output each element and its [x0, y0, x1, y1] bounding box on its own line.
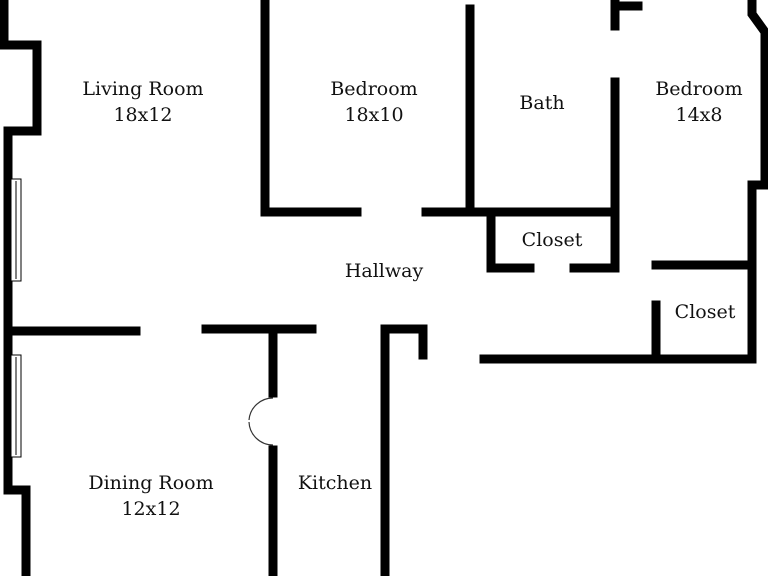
room-name: Dining Room: [88, 472, 214, 494]
wall-exterior-left: [0, 0, 42, 576]
room-kitchen: Kitchen: [298, 471, 372, 497]
room-living-room: Living Room 18x12: [82, 77, 203, 128]
room-dimensions: 14x8: [675, 103, 723, 126]
room-dimensions: 18x12: [113, 103, 173, 126]
room-closet-2: Closet: [675, 300, 736, 326]
room-dimensions: 12x12: [121, 497, 181, 520]
room-name: Living Room: [82, 78, 204, 100]
wall-kitchen-right: [380, 324, 428, 576]
room-dining-room: Dining Room 12x12: [88, 471, 213, 522]
wall-exterior-right: [747, 0, 768, 364]
room-hallway: Hallway: [345, 259, 423, 285]
room-bath: Bath: [519, 91, 564, 117]
wall-living-bedroom: [260, 0, 362, 217]
wall-closet1-left: [486, 207, 535, 273]
room-bedroom-1: Bedroom 18x10: [330, 77, 417, 128]
room-closet-1: Closet: [522, 228, 583, 254]
room-name: Bath: [519, 92, 565, 114]
room-name: Closet: [521, 229, 583, 251]
room-dimensions: 18x10: [344, 103, 404, 126]
room-name: Kitchen: [297, 472, 373, 494]
room-name: Closet: [674, 301, 736, 323]
door-swing-upper: [248, 397, 274, 421]
room-name: Hallway: [344, 260, 424, 282]
room-name: Bedroom: [330, 78, 418, 100]
room-bedroom-2: Bedroom 14x8: [655, 77, 742, 128]
door-swing-lower: [248, 421, 274, 446]
room-name: Bedroom: [655, 78, 743, 100]
